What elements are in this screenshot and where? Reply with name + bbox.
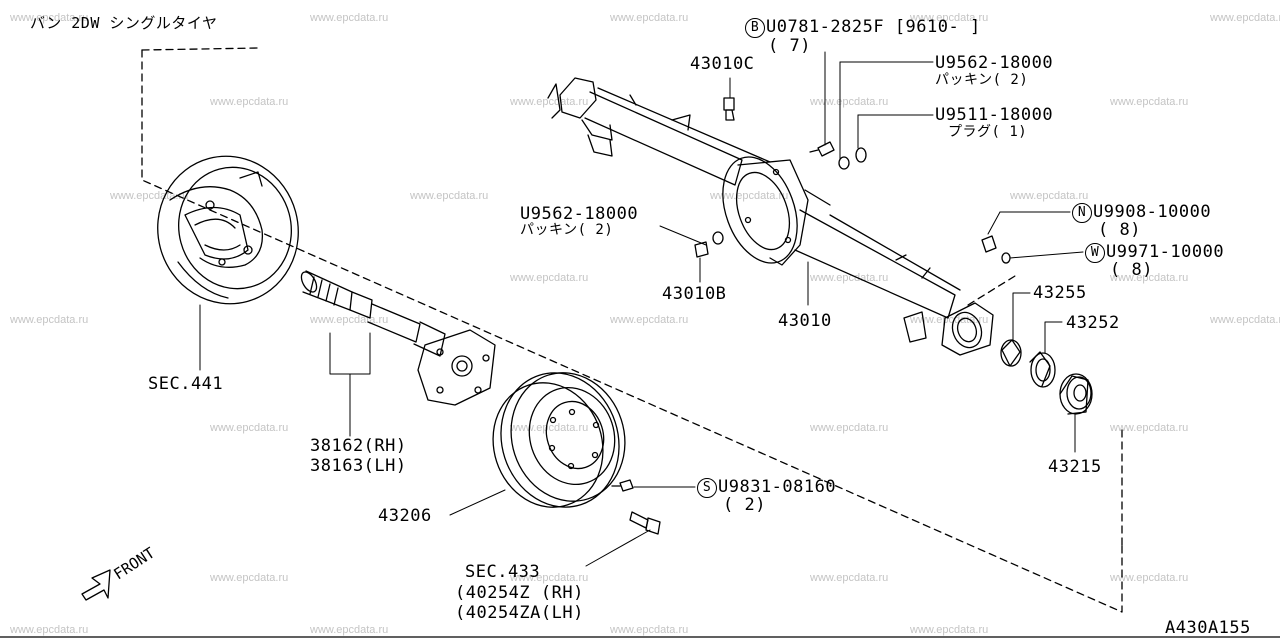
callout-bolt-rh: (40254Z (RH) (455, 583, 584, 603)
watermark: www.epcdata.ru (910, 314, 989, 326)
callout-packing-top-desc: パッキン( 2) (935, 72, 1029, 88)
callout-packing-left-desc: パッキン( 2) (520, 222, 614, 238)
watermark: www.epcdata.ru (1110, 96, 1189, 108)
drain-plug (694, 231, 724, 258)
drum-screw (611, 479, 634, 492)
callout-screw-s-text: U9831-08160 (718, 477, 837, 497)
watermark: www.epcdata.ru (1210, 12, 1280, 24)
callout-shaft-rh: 38162(RH) (310, 436, 407, 456)
watermark: www.epcdata.ru (210, 572, 289, 584)
watermark: www.epcdata.ru (10, 314, 89, 326)
watermark: www.epcdata.ru (1110, 572, 1189, 584)
marker-n: N (1072, 203, 1092, 223)
marker-w: W (1085, 243, 1105, 263)
watermark: www.epcdata.ru (510, 572, 589, 584)
callout-bolt-b-qty: ( 7) (768, 36, 811, 56)
watermark: www.epcdata.ru (10, 12, 89, 24)
callout-screw-s-qty: ( 2) (723, 495, 766, 515)
callout-43010b: 43010B (662, 284, 727, 304)
watermark: www.epcdata.ru (610, 314, 689, 326)
callout-plug-desc: プラグ( 1) (948, 124, 1028, 140)
watermark: www.epcdata.ru (610, 624, 689, 636)
callout-washer-w-text: U9971-10000 (1106, 242, 1225, 262)
callout-plug: U9511-18000 (935, 105, 1054, 125)
watermark: www.epcdata.ru (510, 272, 589, 284)
bearing-43252 (1029, 351, 1056, 388)
callout-washer-w-qty: ( 8) (1110, 260, 1153, 280)
watermark: www.epcdata.ru (1210, 314, 1280, 326)
watermark: www.epcdata.ru (810, 422, 889, 434)
axle-shaft (300, 270, 496, 406)
bearing-43215 (1059, 373, 1093, 415)
front-arrow-icon (81, 569, 111, 601)
brake-drum (492, 372, 626, 508)
watermark: www.epcdata.ru (1110, 422, 1189, 434)
front-label: FRONT (110, 544, 158, 584)
callout-bolt-lh: (40254ZA(LH) (455, 603, 584, 623)
callout-packing-left: U9562-18000 (520, 204, 639, 224)
watermark: www.epcdata.ru (810, 96, 889, 108)
flange-nut (981, 235, 1011, 264)
callout-43010c: 43010C (690, 54, 755, 74)
watermark: www.epcdata.ru (510, 96, 589, 108)
watermark: www.epcdata.ru (410, 190, 489, 202)
wheel-bolt (629, 511, 661, 535)
callout-43255: 43255 (1033, 283, 1087, 303)
watermark: www.epcdata.ru (110, 190, 189, 202)
watermark: www.epcdata.ru (610, 12, 689, 24)
callout-sec441: SEC.441 (148, 374, 224, 394)
oil-seal-43255 (1000, 339, 1022, 367)
watermark: www.epcdata.ru (1010, 190, 1089, 202)
watermark: www.epcdata.ru (810, 272, 889, 284)
callout-packing-top: U9562-18000 (935, 53, 1054, 73)
brake-backing-plate (157, 155, 299, 305)
callout-nut-n-qty: ( 8) (1098, 220, 1141, 240)
watermark: www.epcdata.ru (210, 422, 289, 434)
callout-43252: 43252 (1066, 313, 1120, 333)
callout-nut-n-text: U9908-10000 (1093, 202, 1212, 222)
watermark: www.epcdata.ru (210, 96, 289, 108)
callout-shaft-lh: 38163(LH) (310, 456, 407, 476)
assembly-outline (141, 47, 1123, 613)
watermark: www.epcdata.ru (10, 624, 89, 636)
fill-bolt (809, 141, 835, 157)
title-note: バン 2DW シングルタイヤ (30, 14, 218, 32)
breather-fitting (723, 97, 735, 121)
diagram-code: A430A155 (1165, 618, 1251, 638)
leader-lines (199, 51, 1084, 567)
watermark: www.epcdata.ru (1110, 272, 1189, 284)
callout-43206: 43206 (378, 506, 432, 526)
marker-b: B (745, 18, 765, 38)
watermark: www.epcdata.ru (910, 12, 989, 24)
callout-bolt-b-text: U0781-2825F [9610- ] (766, 17, 981, 37)
watermark: www.epcdata.ru (710, 190, 789, 202)
callout-43010: 43010 (778, 311, 832, 331)
marker-s: S (697, 478, 717, 498)
callout-sec433: SEC.433 (465, 562, 541, 582)
watermark: www.epcdata.ru (910, 624, 989, 636)
watermark: www.epcdata.ru (310, 12, 389, 24)
watermark: www.epcdata.ru (810, 572, 889, 584)
axle-housing (547, 77, 994, 356)
callout-43215: 43215 (1048, 457, 1102, 477)
watermark: www.epcdata.ru (310, 624, 389, 636)
packing-washer (838, 147, 867, 170)
